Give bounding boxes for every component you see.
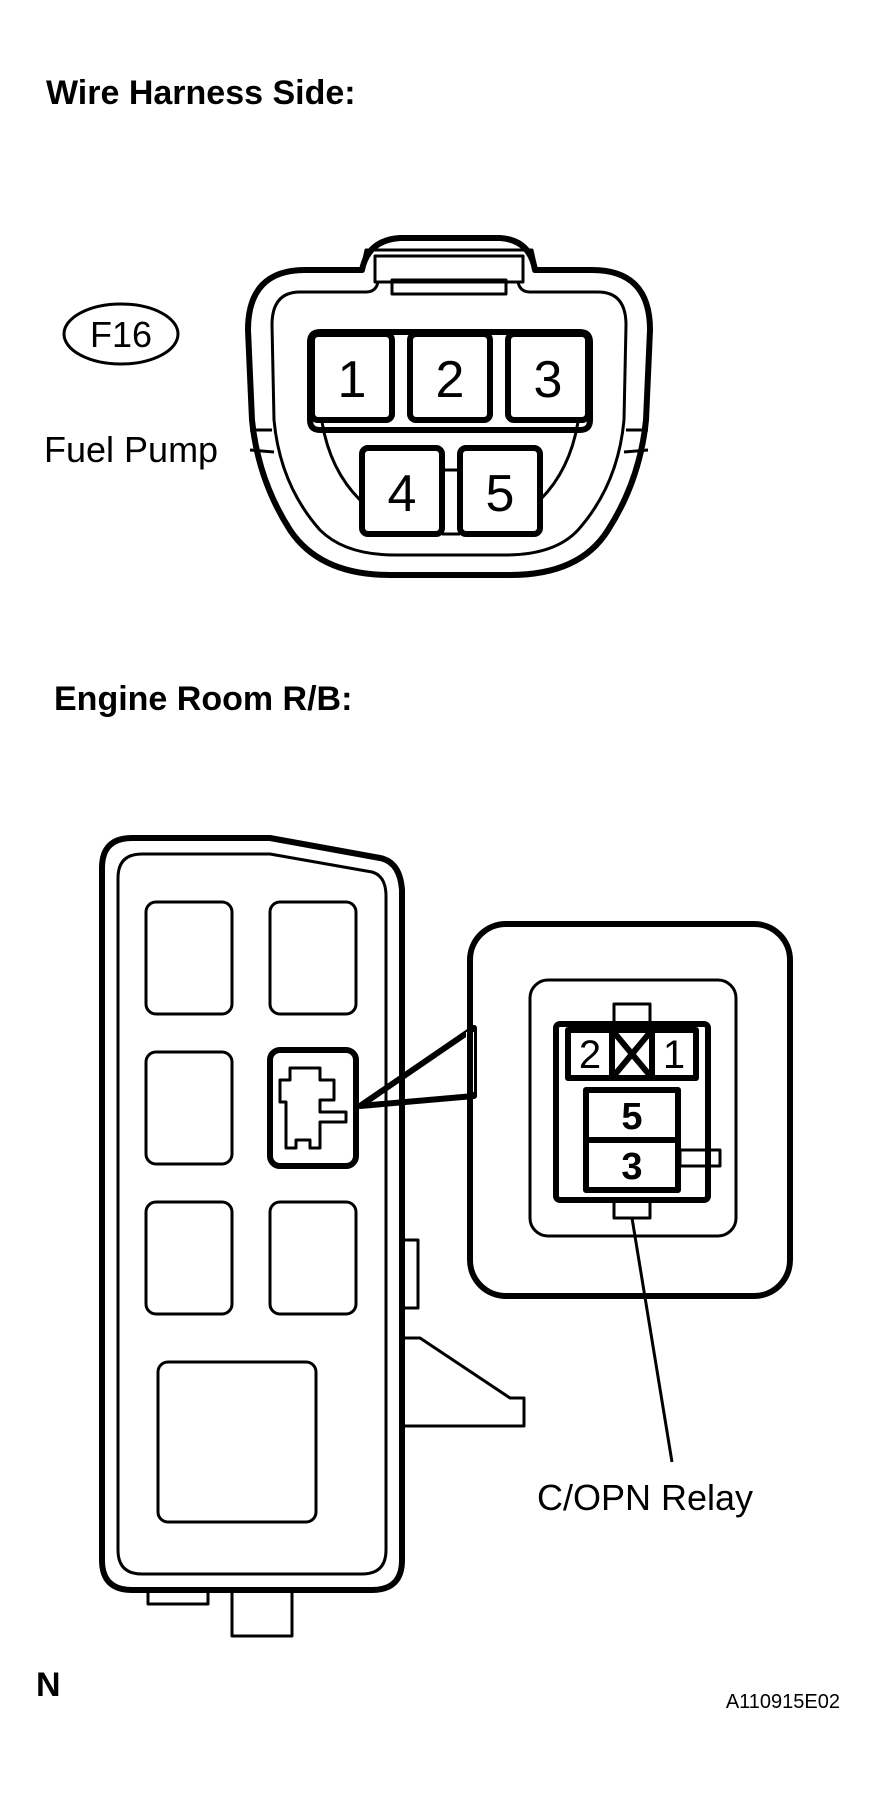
connector-id-badge: F16: [62, 302, 180, 366]
fuel-pump-label: Fuel Pump: [44, 429, 218, 470]
orientation-mark: N: [36, 1666, 61, 1704]
connector-id-label: F16: [90, 314, 152, 355]
engine-room-rb-title: Engine Room R/B:: [54, 680, 352, 718]
relay-pin-5: 5: [621, 1096, 642, 1138]
fuel-pump-connector: [245, 235, 653, 578]
connector-pin-1: 1: [338, 351, 367, 409]
relay-pin-1: 1: [663, 1033, 685, 1077]
relay-block-body: [99, 835, 526, 1638]
wire-harness-side-title: Wire Harness Side:: [46, 74, 356, 112]
relay-pin-3: 3: [621, 1146, 642, 1188]
relay-leader-line: [630, 1217, 674, 1463]
relay-detail-callout: [467, 921, 793, 1299]
connector-pin-4: 4: [388, 465, 417, 523]
callout-pointer: [357, 1025, 477, 1109]
relay-name-label: C/OPN Relay: [537, 1477, 753, 1518]
connector-pin-2: 2: [436, 351, 465, 409]
figure-code: A110915E02: [726, 1691, 840, 1713]
connector-pin-5: 5: [486, 465, 515, 523]
relay-pin-2: 2: [579, 1033, 601, 1077]
connector-pin-3: 3: [534, 351, 563, 409]
